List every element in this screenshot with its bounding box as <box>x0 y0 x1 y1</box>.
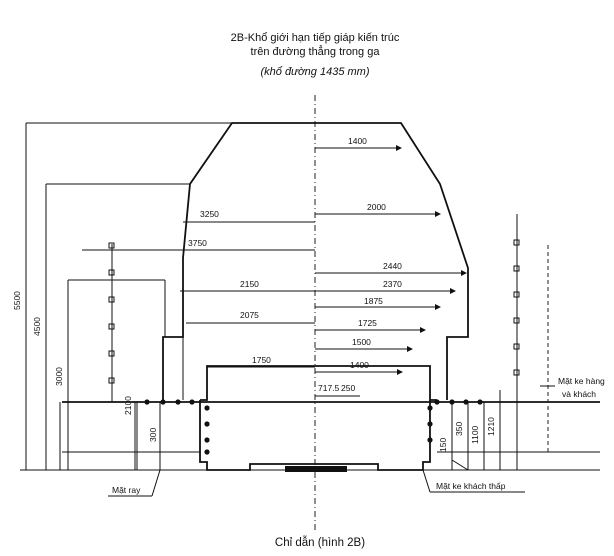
dim-v-2100: 2100 <box>123 396 133 415</box>
lower-structure-outline <box>200 365 437 401</box>
dim-v-1100: 1100 <box>470 425 480 444</box>
dim-h-2370: 2370 <box>383 279 402 289</box>
leader-rail-level <box>151 469 161 497</box>
dim-h-2440: 2440 <box>383 261 402 271</box>
platform-edge-dots <box>144 399 483 455</box>
dim-v-5500: 5500 <box>12 291 22 310</box>
dim-v-300: 300 <box>148 428 158 442</box>
label-high-platform-1: Mặt ke hàng <box>558 376 605 386</box>
dim-v-150: 150 <box>438 438 448 452</box>
label-rail-level: Mặt ray <box>112 485 141 495</box>
bottom-profile <box>199 400 431 471</box>
right-dimension-lines <box>451 390 501 471</box>
left-dimension-frame <box>25 122 232 470</box>
left-pole-dots <box>108 242 115 384</box>
horizontal-dimension-lines <box>82 145 467 397</box>
dim-h-3750: 3750 <box>188 238 207 248</box>
dim-h-2075: 2075 <box>240 310 259 320</box>
dim-h-2150: 2150 <box>240 279 259 289</box>
diagram-gauge-note: (khổ đường 1435 mm) <box>260 66 370 78</box>
dim-h-3250: 3250 <box>200 209 219 219</box>
dim-h-1725: 1725 <box>358 318 377 328</box>
dim-h-717-5: 717.5 <box>318 383 340 393</box>
dim-h-1500: 1500 <box>352 337 371 347</box>
dim-v-3000: 3000 <box>54 367 64 386</box>
rail-block <box>285 466 347 472</box>
figure-caption: Chỉ dẫn (hình 2B) <box>274 537 366 549</box>
label-low-platform: Mặt ke khách thấp <box>436 481 506 491</box>
diagram-title-line2: trên đường thẳng trong ga <box>250 46 380 58</box>
clearance-outline <box>162 122 469 400</box>
leader-low-platform <box>422 469 431 493</box>
dim-v-4500: 4500 <box>32 317 42 336</box>
dim-v-350: 350 <box>454 422 464 436</box>
dim-h-1875: 1875 <box>364 296 383 306</box>
right-pole-dots <box>513 239 520 376</box>
diagram-title-line1: 2B-Khổ giới hạn tiếp giáp kiến trúc <box>230 32 400 44</box>
dim-h-1400-low: 1400 <box>350 360 369 370</box>
dim-h-2000: 2000 <box>367 202 386 212</box>
dim-v-1210: 1210 <box>486 417 496 436</box>
dim-h-1750: 1750 <box>252 355 271 365</box>
label-high-platform-2: và khách <box>562 389 596 399</box>
dim-h-250: 250 <box>341 383 355 393</box>
dim-h-1400-top: 1400 <box>348 136 367 146</box>
